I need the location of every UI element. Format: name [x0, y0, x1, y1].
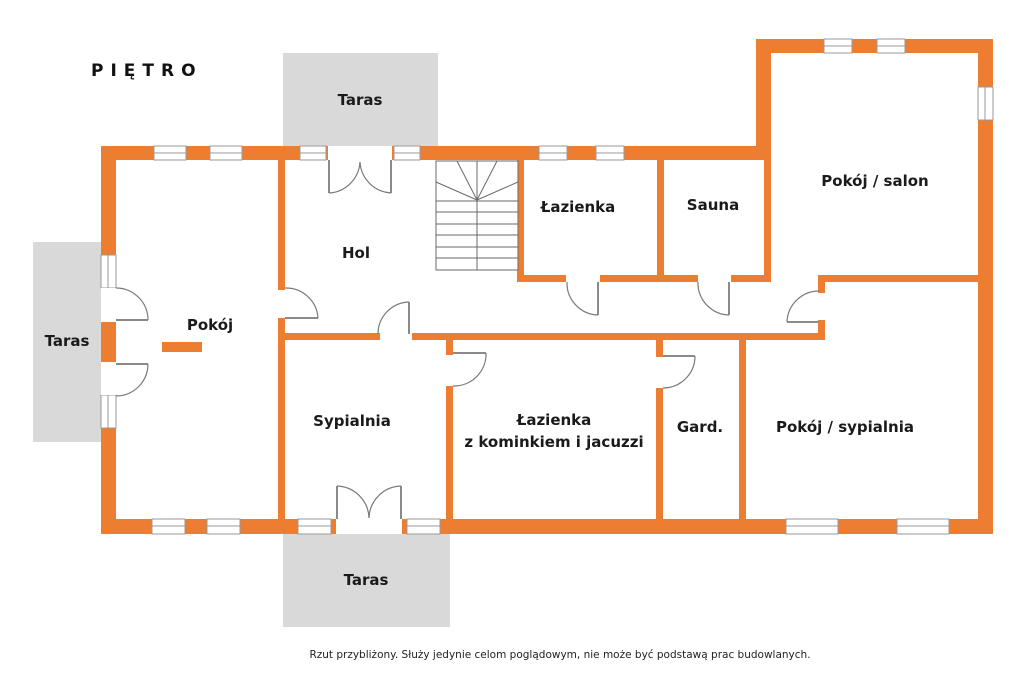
room-label-hol: Hol — [342, 244, 370, 262]
door-swing-icon — [328, 160, 392, 194]
room-label-pokoj-salon: Pokój / salon — [821, 172, 928, 190]
door-swing-icon — [115, 287, 149, 321]
room-label-sauna: Sauna — [687, 196, 739, 214]
window-icon — [876, 38, 906, 54]
window-icon — [206, 518, 241, 535]
room-label-lazienka-jacuzzi-1: Łazienka — [516, 411, 592, 429]
terrace-bottom-label: Taras — [344, 571, 389, 589]
door-swing-icon — [336, 485, 402, 519]
door-swing-icon — [377, 301, 410, 335]
window-icon — [153, 145, 187, 161]
staircase-icon — [435, 160, 519, 271]
terrace-left-label: Taras — [45, 332, 90, 350]
room-label-pokoj: Pokój — [187, 316, 233, 334]
room-label-sypialnia: Sypialnia — [313, 412, 391, 430]
window-icon — [100, 394, 117, 429]
doors — [115, 160, 820, 519]
window-icon — [151, 518, 186, 535]
windows — [100, 38, 994, 535]
terrace-top: Taras — [283, 53, 438, 146]
window-icon — [785, 518, 839, 535]
door-swing-icon — [697, 281, 730, 316]
door-swing-icon — [115, 363, 149, 397]
window-icon — [406, 518, 441, 535]
floor-title: PIĘTRO — [91, 61, 203, 81]
terrace-bottom: Taras — [283, 534, 450, 627]
outer-walls — [101, 39, 993, 534]
door-swing-icon — [284, 287, 319, 319]
room-labels: Pokój Hol Łazienka Sauna Pokój / salon S… — [187, 172, 929, 451]
window-icon — [823, 38, 853, 54]
window-icon — [297, 518, 332, 535]
door-swing-icon — [662, 355, 696, 389]
window-icon — [977, 86, 994, 121]
terrace-top-label: Taras — [338, 91, 383, 109]
window-icon — [896, 518, 950, 535]
window-icon — [100, 254, 117, 289]
window-icon — [393, 145, 421, 161]
window-icon — [595, 145, 625, 161]
room-label-lazienka: Łazienka — [540, 198, 616, 216]
disclaimer: Rzut przybliżony. Służy jedynie celom po… — [309, 649, 810, 661]
window-icon — [299, 145, 327, 161]
door-swing-icon — [786, 290, 820, 323]
window-icon — [538, 145, 568, 161]
door-swing-icon — [452, 352, 487, 387]
room-label-lazienka-jacuzzi-2: z kominkiem i jacuzzi — [464, 433, 643, 451]
pillar — [162, 342, 202, 352]
room-label-pokoj-sypialnia: Pokój / sypialnia — [776, 418, 914, 436]
interior-walls — [162, 160, 978, 519]
window-icon — [209, 145, 243, 161]
door-swing-icon — [566, 281, 599, 316]
terrace-left: Taras — [33, 242, 101, 442]
room-label-garderoba: Gard. — [677, 418, 723, 436]
